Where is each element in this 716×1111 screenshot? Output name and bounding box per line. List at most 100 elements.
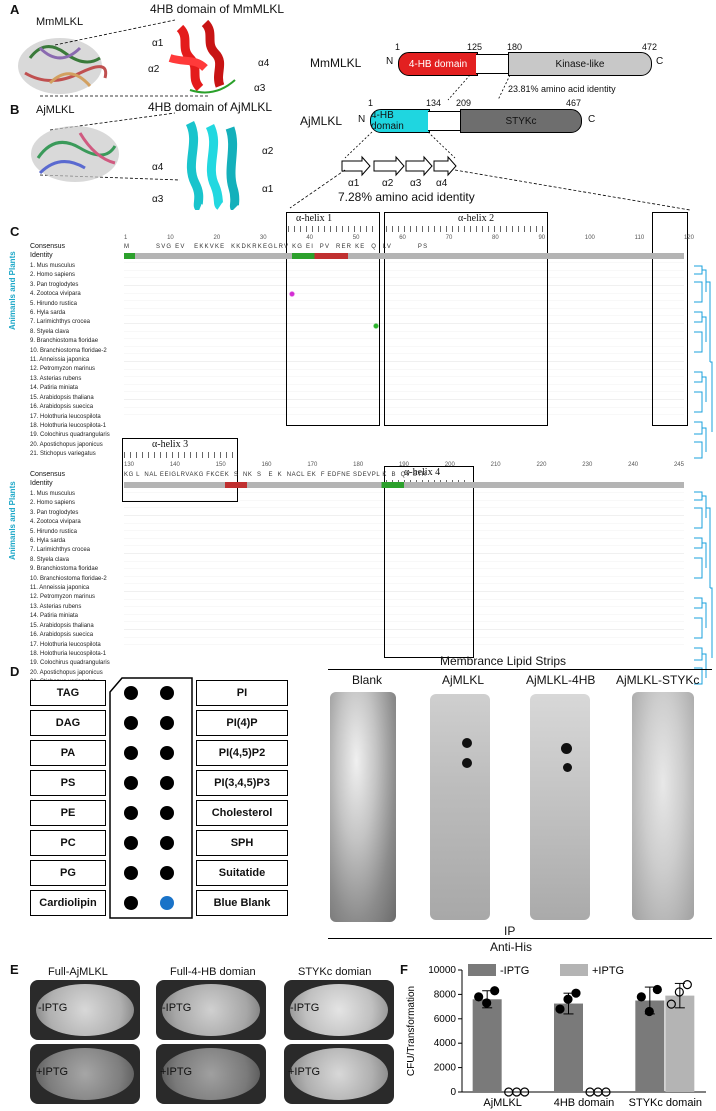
tree-2	[694, 491, 713, 685]
plate-ajmlkl-plus	[30, 1044, 140, 1104]
data-point	[601, 1087, 611, 1097]
mm-pos-b: 180	[507, 42, 523, 52]
species-name: 1. Mus musculus	[30, 491, 76, 497]
row-label-plus: +IPTG	[288, 1066, 321, 1078]
data-point	[674, 987, 684, 997]
y-axis-label: CFU/Transformation	[406, 986, 417, 1076]
ruler-1: 1 10 20 30 40 50 60 70 80 90 100 110 120	[124, 235, 694, 241]
plate-4hb-minus	[156, 980, 266, 1040]
blot-spot	[462, 738, 472, 748]
row-label-minus: -IPTG	[162, 1002, 192, 1014]
panel-label-d: D	[10, 664, 20, 679]
legend-swatch	[468, 964, 496, 976]
plate-4hb-plus	[156, 1044, 266, 1104]
alignment-matrix-2	[124, 490, 684, 652]
blot-ajmlkl	[430, 694, 490, 920]
tick: 110	[634, 235, 645, 241]
legend-label: +IPTG	[592, 965, 624, 977]
side-label-2: Animanls and Plants	[8, 481, 17, 560]
helix2-label: α-helix 2	[458, 213, 495, 224]
consensus-seq-2: KG L NAL EEIGLRVAKG FKCEK S NK S E K NAC…	[124, 472, 427, 478]
aj-pos-a: 134	[426, 98, 442, 108]
species-name: 12. Petromyzon marinus	[30, 366, 96, 373]
data-point	[555, 1004, 565, 1014]
identity-bar-2	[124, 482, 684, 488]
data-point	[652, 984, 662, 995]
tick: 120	[683, 235, 694, 241]
mm-protein-structure	[18, 38, 108, 94]
species-name: 14. Patiria miniata	[30, 613, 79, 620]
lipid-dot	[124, 716, 138, 730]
aj-n-term: N	[358, 114, 366, 125]
aj-helix-a1: α1	[262, 184, 274, 195]
mm-helix-a3: α3	[254, 83, 266, 94]
tick: 60	[399, 235, 406, 241]
alignment-block-2: α-helix 3 α-helix 4 130 140 150 160 170 …	[0, 436, 716, 658]
species-name: 6. Hyla sarda	[30, 538, 66, 545]
aj-dom2-label: STYKc	[505, 115, 537, 127]
tick: 160	[261, 462, 272, 468]
helix4-label: α-helix 4	[404, 467, 441, 478]
mm-4hb-structure	[168, 19, 236, 94]
lipid-dot	[124, 896, 138, 910]
mm-pos-start: 1	[395, 42, 401, 52]
species-name: 13. Asterias rubens	[30, 375, 82, 382]
mm-scheme-name: MmMLKL	[310, 56, 362, 70]
tick: 240	[628, 462, 639, 468]
data-point	[571, 988, 581, 998]
tick: 220	[536, 462, 547, 468]
identity-label-2: Identity	[30, 480, 53, 487]
tick: 180	[353, 462, 364, 468]
species-name: 17. Holothuria leucospilota	[30, 413, 101, 420]
species-name: 10. Branchiostoma floridae-2	[30, 575, 107, 582]
mm-dom1-label: 4-HB domain	[408, 58, 468, 70]
species-name: 10. Branchiostoma floridae-2	[30, 347, 107, 354]
species-name: 5. Hirundo rustica	[30, 300, 78, 307]
mm-linker-bar	[476, 54, 508, 74]
x-tick-label: STYKc domain	[629, 1097, 702, 1109]
mm-pos-a: 125	[467, 42, 483, 52]
tick: 210	[490, 462, 501, 468]
tree-1	[694, 265, 713, 459]
lipid-dot	[124, 836, 138, 850]
blot-blank	[330, 692, 396, 922]
tick: 10	[167, 235, 174, 241]
species-name: 7. Larimichthys crocea	[30, 319, 91, 326]
aj-helix-a2: α2	[262, 146, 274, 157]
arrow-a4: α4	[436, 178, 448, 189]
aj-pos-start: 1	[368, 98, 374, 108]
lipid-dot	[160, 866, 174, 880]
data-point	[474, 992, 484, 1002]
tick: 1	[124, 235, 128, 241]
strips-title-rule	[328, 669, 712, 670]
tick: 40	[306, 235, 314, 241]
data-point	[644, 1006, 654, 1017]
lipid-dot	[124, 776, 138, 790]
mm-c-term: C	[656, 56, 664, 67]
tick: 200	[444, 462, 455, 468]
lipid-dot	[160, 776, 174, 790]
species-name: 4. Zootoca vivipara	[30, 291, 81, 298]
blot-spot	[563, 763, 572, 772]
lipid-label-right: PI(3,4,5)P3	[196, 770, 288, 796]
aj-pos-b: 209	[456, 98, 472, 108]
lipid-label-left: TAG	[30, 680, 106, 706]
data-point	[666, 999, 676, 1009]
blot-4hb	[530, 694, 590, 920]
identity-bar-1	[124, 253, 684, 259]
row-label-plus: +IPTG	[36, 1066, 69, 1078]
species-name: 8. Styela clava	[30, 328, 70, 335]
plate-styk-plus	[284, 1044, 394, 1104]
panel-label-f: F	[400, 962, 408, 977]
helix3-coil	[124, 452, 234, 458]
antihis-label: Anti-His	[490, 940, 533, 954]
cfu-bar-chart: 0200040006000800010000CFU/Transformation…	[406, 964, 706, 1109]
species-list-2: 1. Mus musculus 2. Homo sapiens 3. Pan t…	[30, 490, 122, 688]
tick: 150	[215, 462, 226, 468]
consensus-label-2: Consensus	[30, 471, 66, 478]
tick: 90	[538, 235, 546, 241]
y-tick-label: 2000	[434, 1063, 457, 1074]
y-tick-label: 10000	[428, 965, 456, 976]
species-name: 15. Arabidopsis thaliana	[30, 394, 94, 401]
arrow-a1: α1	[348, 178, 360, 189]
